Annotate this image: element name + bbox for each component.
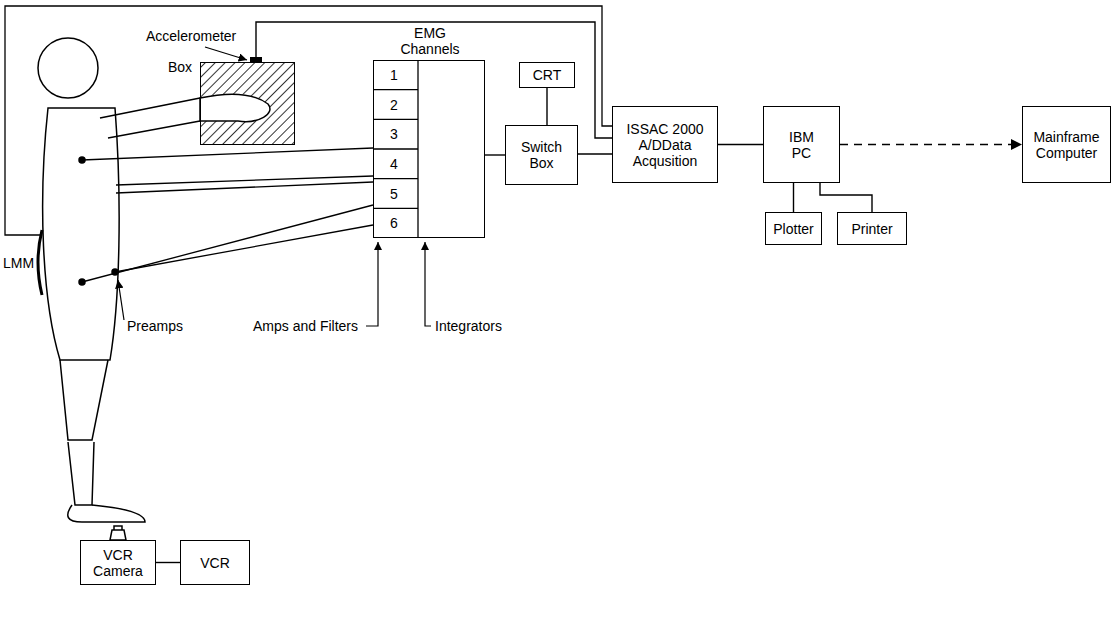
callout-label: Integrators (434, 318, 503, 334)
channel-number: 3 (389, 126, 399, 142)
node-text: Plotter (773, 221, 813, 237)
emg-leads (82, 148, 373, 282)
box-hatching (200, 62, 295, 145)
leader-lines (118, 47, 431, 326)
hand (200, 94, 270, 121)
channel-number: 5 (389, 186, 399, 202)
data-acquisition: ISSAC 2000 A/DData Acqusition (612, 106, 718, 183)
printer: Printer (837, 212, 907, 245)
connector (820, 183, 872, 212)
camera: VCR Camera (80, 540, 156, 585)
pc: IBM PC (763, 106, 840, 183)
node-text: Mainframe Computer (1029, 129, 1105, 161)
connector (156, 562, 180, 563)
camera-lens (110, 526, 126, 540)
connector (793, 183, 794, 212)
lmm-wire (5, 6, 612, 235)
plotter: Plotter (765, 212, 822, 245)
node-text: IBM PC (782, 129, 822, 161)
callout-label: LMM (2, 255, 35, 271)
channel-number: 1 (389, 67, 399, 83)
emg-channels: EMG Channels (373, 60, 485, 238)
callout-label: Amps and Filters (252, 318, 359, 334)
crt: CRT (519, 62, 575, 88)
callout-label: Accelerometer (145, 28, 237, 44)
human-figure (38, 38, 200, 522)
connector (256, 22, 612, 138)
connector (546, 88, 547, 125)
node-text: Switch Box (517, 139, 567, 171)
connector (840, 144, 1022, 145)
node-heading: Box (163, 59, 197, 75)
node-text: VCR (200, 555, 230, 571)
node-text: CRT (533, 67, 562, 83)
mainframe: Mainframe Computer (1022, 106, 1111, 183)
node-text: VCR Camera (88, 547, 148, 579)
channel-number: 2 (389, 97, 399, 113)
emg-grid (373, 60, 418, 238)
connector (485, 154, 505, 155)
callout-label: Preamps (126, 318, 184, 334)
node-text: ISSAC 2000 A/DData Acqusition (620, 121, 710, 169)
node-text: Printer (851, 221, 892, 237)
box-node: Box (200, 62, 295, 145)
connector (718, 144, 763, 145)
node-heading: EMG Channels (390, 25, 470, 57)
vcr: VCR (180, 540, 250, 585)
channel-number: 6 (389, 215, 399, 231)
channel-number: 4 (389, 156, 399, 172)
connector (578, 153, 612, 154)
switch-box: Switch Box (505, 125, 578, 185)
